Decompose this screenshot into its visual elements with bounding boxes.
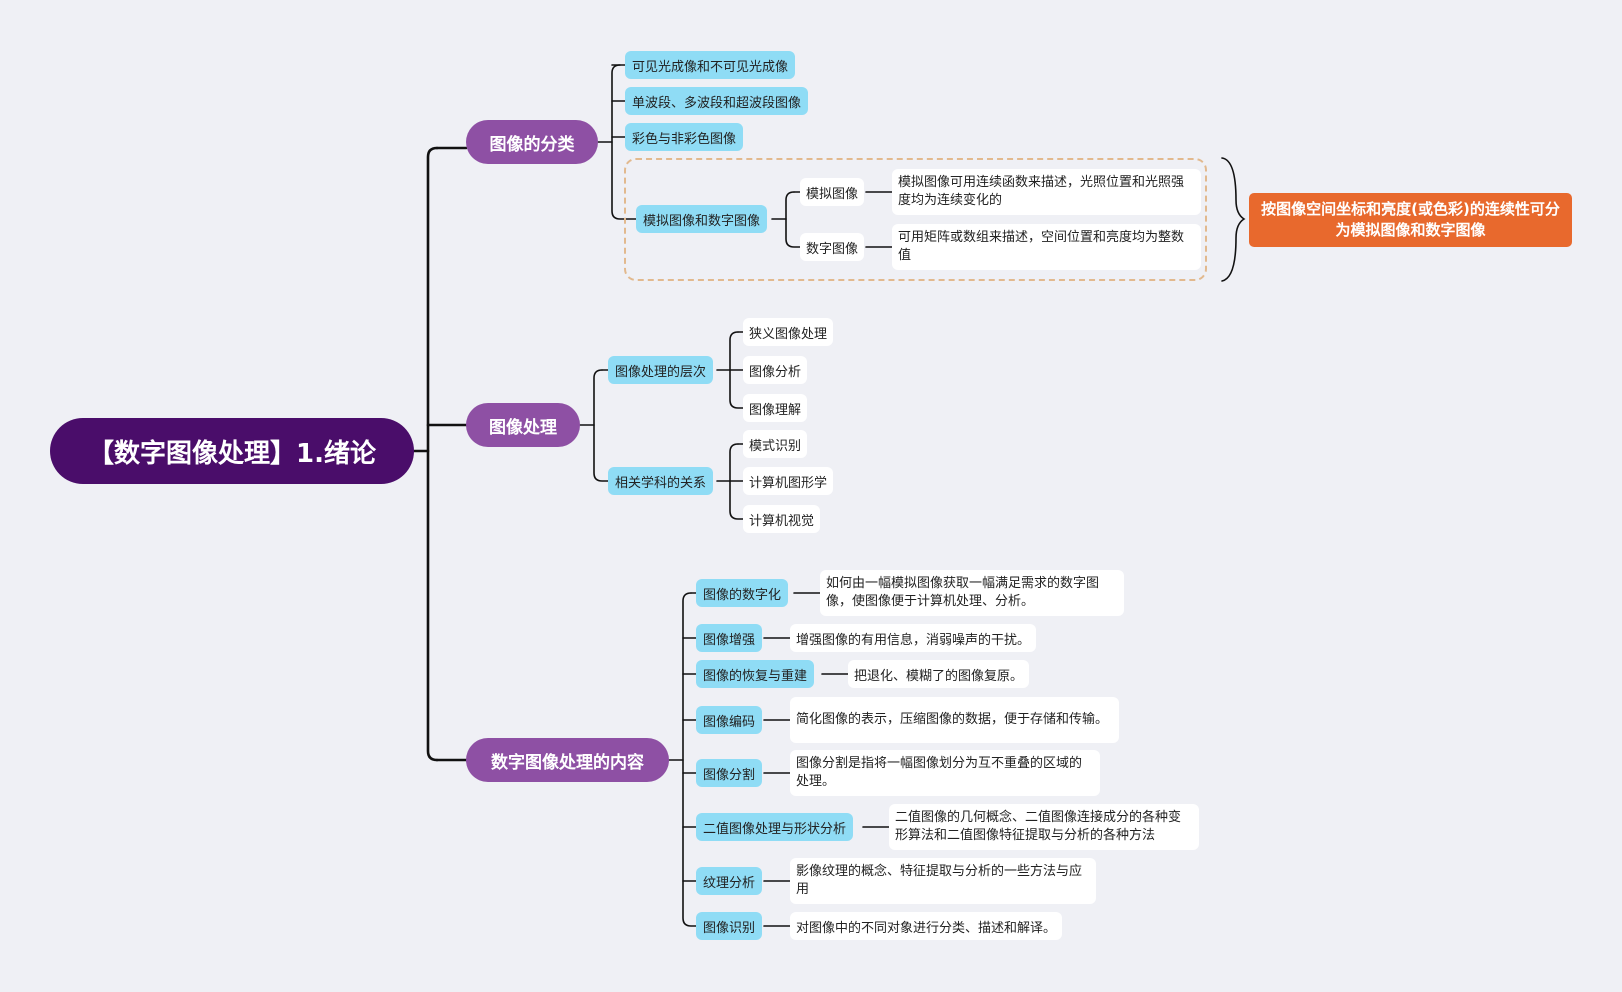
leaf-digitization-desc[interactable]: 如何由一幅模拟图像获取一幅满足需求的数字图像，使图像便于计算机处理、分析。	[820, 570, 1124, 616]
leaf-analog-image[interactable]: 模拟图像	[800, 178, 865, 206]
leaf-coding-desc[interactable]: 简化图像的表示，压缩图像的数据，便于存储和传输。	[790, 697, 1119, 743]
subtopic-band-images[interactable]: 单波段、多波段和超波段图像	[625, 87, 809, 115]
leaf-segmentation-desc[interactable]: 图像分割是指将一幅图像划分为互不重叠的区域的处理。	[790, 750, 1100, 796]
subtopic-recognition[interactable]: 图像识别	[696, 912, 763, 940]
leaf-recognition-desc[interactable]: 对图像中的不同对象进行分类、描述和解译。	[790, 912, 1063, 940]
subtopic-analog-digital[interactable]: 模拟图像和数字图像	[636, 205, 768, 233]
subtopic-coding[interactable]: 图像编码	[696, 706, 763, 734]
subtopic-restoration[interactable]: 图像的恢复与重建	[696, 660, 815, 688]
topic-dip-content[interactable]: 数字图像处理的内容	[466, 738, 669, 782]
summary-analog-digital[interactable]: 按图像空间坐标和亮度(或色彩)的连续性可分为模拟图像和数字图像	[1249, 193, 1572, 247]
leaf-digital-desc[interactable]: 可用矩阵或数组来描述，空间位置和亮度均为整数值	[892, 224, 1201, 270]
leaf-computer-vision[interactable]: 计算机视觉	[743, 505, 821, 533]
leaf-texture-desc[interactable]: 影像纹理的概念、特征提取与分析的一些方法与应用	[790, 858, 1096, 904]
subtopic-digitization[interactable]: 图像的数字化	[696, 579, 789, 607]
leaf-image-understanding[interactable]: 图像理解	[743, 394, 808, 422]
subtopic-processing-levels[interactable]: 图像处理的层次	[608, 356, 714, 384]
leaf-image-analysis[interactable]: 图像分析	[743, 356, 808, 384]
boundary-analog-digital	[624, 158, 1207, 281]
root-topic[interactable]: 【数字图像处理】1.绪论	[50, 418, 414, 484]
leaf-analog-desc[interactable]: 模拟图像可用连续函数来描述，光照位置和光照强度均为连续变化的	[892, 169, 1201, 215]
topic-image-classification[interactable]: 图像的分类	[466, 120, 598, 164]
leaf-pattern-recognition[interactable]: 模式识别	[743, 430, 808, 458]
subtopic-related-disciplines[interactable]: 相关学科的关系	[608, 467, 714, 495]
topic-image-processing[interactable]: 图像处理	[466, 403, 580, 447]
leaf-restoration-desc[interactable]: 把退化、模糊了的图像复原。	[848, 660, 1030, 688]
subtopic-binary-shape[interactable]: 二值图像处理与形状分析	[696, 813, 854, 841]
leaf-narrow-processing[interactable]: 狭义图像处理	[743, 318, 834, 346]
leaf-binary-shape-desc[interactable]: 二值图像的几何概念、二值图像连接成分的各种变形算法和二值图像特征提取与分析的各种…	[889, 804, 1199, 850]
subtopic-texture[interactable]: 纹理分析	[696, 867, 763, 895]
leaf-digital-image[interactable]: 数字图像	[800, 233, 865, 261]
subtopic-color-noncolor[interactable]: 彩色与非彩色图像	[625, 123, 744, 151]
subtopic-visible-invisible[interactable]: 可见光成像和不可见光成像	[625, 51, 796, 79]
subtopic-segmentation[interactable]: 图像分割	[696, 759, 763, 787]
leaf-computer-graphics[interactable]: 计算机图形学	[743, 467, 834, 495]
subtopic-enhancement[interactable]: 图像增强	[696, 624, 763, 652]
leaf-enhancement-desc[interactable]: 增强图像的有用信息，消弱噪声的干扰。	[790, 624, 1037, 652]
